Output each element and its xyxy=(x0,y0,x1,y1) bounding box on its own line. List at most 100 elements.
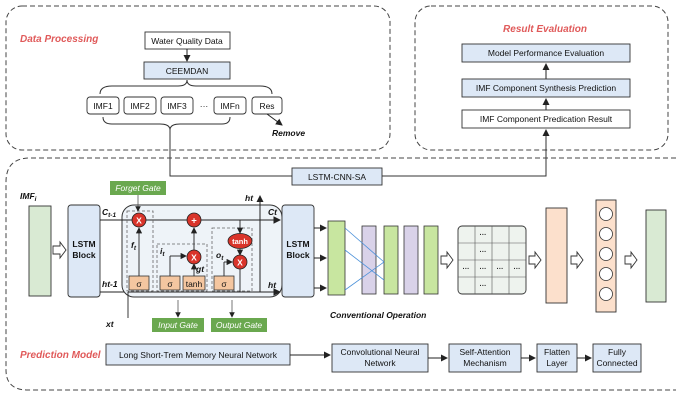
pipeline-lstm-label: Long Short-Trem Memory Neural Network xyxy=(119,350,278,360)
predication-result-box xyxy=(461,109,631,129)
lstm-cnn-sa-box xyxy=(291,167,383,186)
input-sequence-bar xyxy=(28,205,52,297)
flatten-node xyxy=(599,287,613,301)
arrow-flatten-to-output xyxy=(624,250,638,270)
flatten-node xyxy=(599,207,613,221)
imf-brace xyxy=(99,79,273,95)
output-gate-region xyxy=(211,227,253,292)
cnn-kernel-line-3 xyxy=(344,249,385,281)
output-tanh-op xyxy=(227,233,253,249)
input-gate-label: Input Gate xyxy=(158,320,198,330)
imfn-box xyxy=(213,96,247,115)
cnn-kernel-line-1 xyxy=(344,227,385,263)
arrow-grid-to-attention xyxy=(528,250,542,270)
feature-grid: ··· ··· ··· ··· ··· ··· ··· xyxy=(457,225,527,295)
flatten-node xyxy=(599,267,613,281)
ht-top-label: ht xyxy=(245,193,254,203)
water-quality-data-label: Water Quality Data xyxy=(151,36,223,46)
imf-row: IMF1 IMF2 IMF3 ··· IMFn Res xyxy=(86,96,283,115)
model-performance-box xyxy=(461,43,631,63)
connector-model-to-result xyxy=(382,129,550,177)
imf-lower-brace xyxy=(102,116,231,131)
imf2-box xyxy=(123,96,157,115)
forget-multiply-symbol: X xyxy=(136,216,142,226)
lstm-block-left xyxy=(67,204,101,298)
cnn-map-4 xyxy=(403,225,419,295)
conventional-operation-label: Conventional Operation xyxy=(330,310,426,320)
lstm-block-right xyxy=(281,204,315,298)
imf3-box xyxy=(160,96,194,115)
ht-right-label: ht xyxy=(268,280,277,290)
input-gate-region xyxy=(156,243,208,292)
cnn-map-1 xyxy=(327,220,346,296)
pipeline-fc-box xyxy=(592,343,642,373)
grid-cell-dots: ··· xyxy=(514,266,521,273)
ct-label: Ct xyxy=(268,207,278,217)
output-gate-tag xyxy=(211,318,267,332)
input-multiply-symbol: X xyxy=(191,253,197,263)
imf-ellipsis: ··· xyxy=(200,101,209,111)
cnn-map-5 xyxy=(423,225,439,295)
cnn-kernel-line-2 xyxy=(344,261,385,291)
flatten-node xyxy=(599,247,613,261)
predication-result-label: IMF Component Predication Result xyxy=(480,114,613,124)
ft-label: ft xyxy=(131,240,137,252)
output-sigma-label: σ xyxy=(221,279,227,289)
imf1-box xyxy=(86,96,120,115)
model-performance-label: Model Performance Evaluation xyxy=(488,48,605,58)
output-tanh-symbol: tanh xyxy=(232,237,248,246)
imf1-label: IMF1 xyxy=(93,101,113,111)
forget-multiply-op xyxy=(131,212,147,228)
forget-sigma-label: σ xyxy=(136,279,142,289)
c-prev-label: Ct-1 xyxy=(102,207,116,219)
it-label: it xyxy=(160,246,165,258)
input-tanh-label: tanh xyxy=(186,279,203,289)
grid-cell-dots: ··· xyxy=(480,249,487,256)
output-multiply-op xyxy=(232,254,248,270)
synthesis-prediction-label: IMF Component Synthesis Prediction xyxy=(476,83,617,93)
data-processing-title: Data Processing xyxy=(20,34,98,45)
data-processing-panel xyxy=(5,5,391,151)
imf3-label: IMF3 xyxy=(167,101,187,111)
remove-label: Remove xyxy=(272,128,305,138)
grid-cell-dots: ··· xyxy=(480,232,487,239)
input-gate-tag xyxy=(152,318,204,332)
output-multiply-symbol: X xyxy=(237,258,243,268)
xt-label: xt xyxy=(105,319,115,329)
input-sigma-label: σ xyxy=(167,279,173,289)
h-prev-label: ht-1 xyxy=(102,279,118,289)
cell-add-symbol: + xyxy=(191,216,197,227)
pipeline-sa-box xyxy=(448,343,522,373)
imf2-label: IMF2 xyxy=(130,101,150,111)
lstm-cnn-sa-label: LSTM-CNN-SA xyxy=(308,172,366,182)
grid-cell-dots: ··· xyxy=(463,266,470,273)
attention-bar xyxy=(545,207,568,304)
flatten-node xyxy=(599,227,613,241)
gt-label: gt xyxy=(195,264,205,274)
result-evaluation-title: Result Evaluation xyxy=(503,24,587,35)
forget-gate-tag xyxy=(110,181,166,195)
imf-i-input-label: IMFi xyxy=(20,191,37,203)
arrow-cnn-to-grid xyxy=(440,250,454,270)
input-multiply-op xyxy=(186,249,202,265)
cnn-map-2 xyxy=(361,225,377,295)
cell-add-op xyxy=(186,212,202,228)
grid-cell-dots: ··· xyxy=(497,266,504,273)
ot-label: ot xyxy=(216,250,224,262)
ceemdan-label: CEEMDAN xyxy=(166,66,209,76)
grid-cell-dots: ··· xyxy=(480,283,487,290)
output-bar xyxy=(645,209,667,303)
forget-gate-label: Forget Gate xyxy=(115,183,161,193)
arrow-res-to-remove xyxy=(266,113,283,126)
prediction-model-title: Prediction Model xyxy=(20,350,101,361)
prediction-model-panel xyxy=(5,157,676,391)
result-evaluation-panel xyxy=(414,5,669,151)
